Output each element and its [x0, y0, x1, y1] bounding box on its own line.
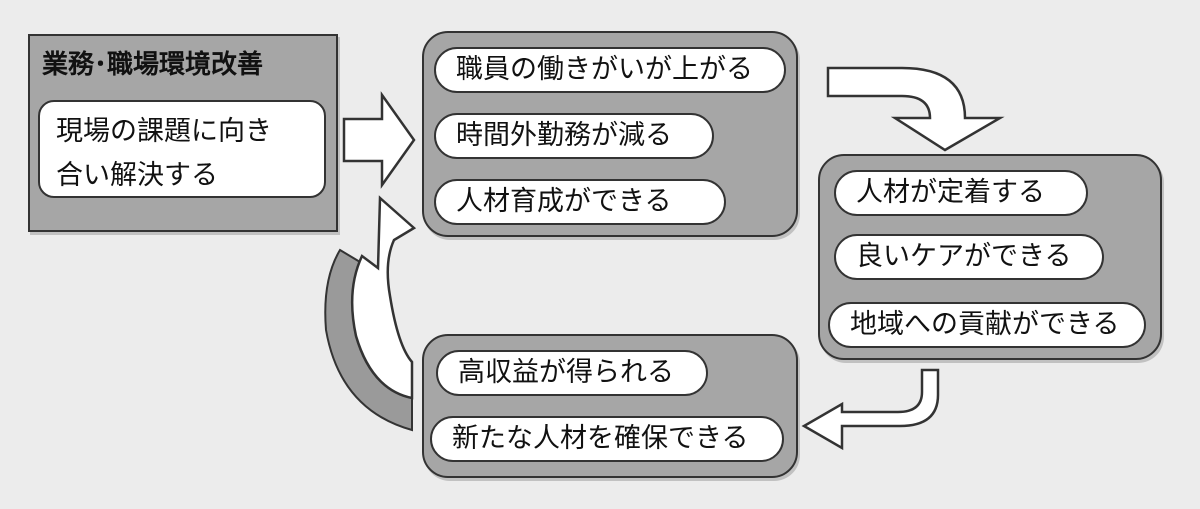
curved-arrow-left-icon [801, 368, 940, 451]
effects-group: 職員の働きがいが上がる 時間外勤務が減る 人材育成ができる [422, 31, 798, 237]
outcomes-group: 人材が定着する 良いケアができる 地域への貢献ができる [818, 154, 1162, 360]
effect-item: 職員の働きがいが上がる [434, 47, 786, 93]
effect-item: 人材育成ができる [434, 179, 726, 225]
result-item: 新たな人材を確保できる [430, 416, 784, 462]
right-arrow-icon [342, 91, 416, 189]
effect-item: 時間外勤務が減る [434, 113, 714, 159]
curved-arrow-up-icon [350, 195, 417, 400]
improvement-box: 現場の課題に向き 合い解決する [38, 100, 326, 198]
result-item: 高収益が得られる [436, 350, 708, 396]
improvement-title: 業務･職場環境改善 [42, 50, 264, 80]
outcome-item: 良いケアができる [834, 234, 1104, 280]
outcome-item: 地域への貢献ができる [828, 302, 1146, 348]
improvement-box-line2: 合い解決する [56, 160, 218, 191]
results-group: 高収益が得られる 新たな人材を確保できる [422, 334, 798, 478]
improvement-box-line1: 現場の課題に向き [56, 116, 272, 147]
outcome-item: 人材が定着する [834, 170, 1088, 216]
improvement-group: 業務･職場環境改善 現場の課題に向き 合い解決する [28, 34, 338, 232]
curved-arrow-down-icon [826, 66, 1005, 152]
